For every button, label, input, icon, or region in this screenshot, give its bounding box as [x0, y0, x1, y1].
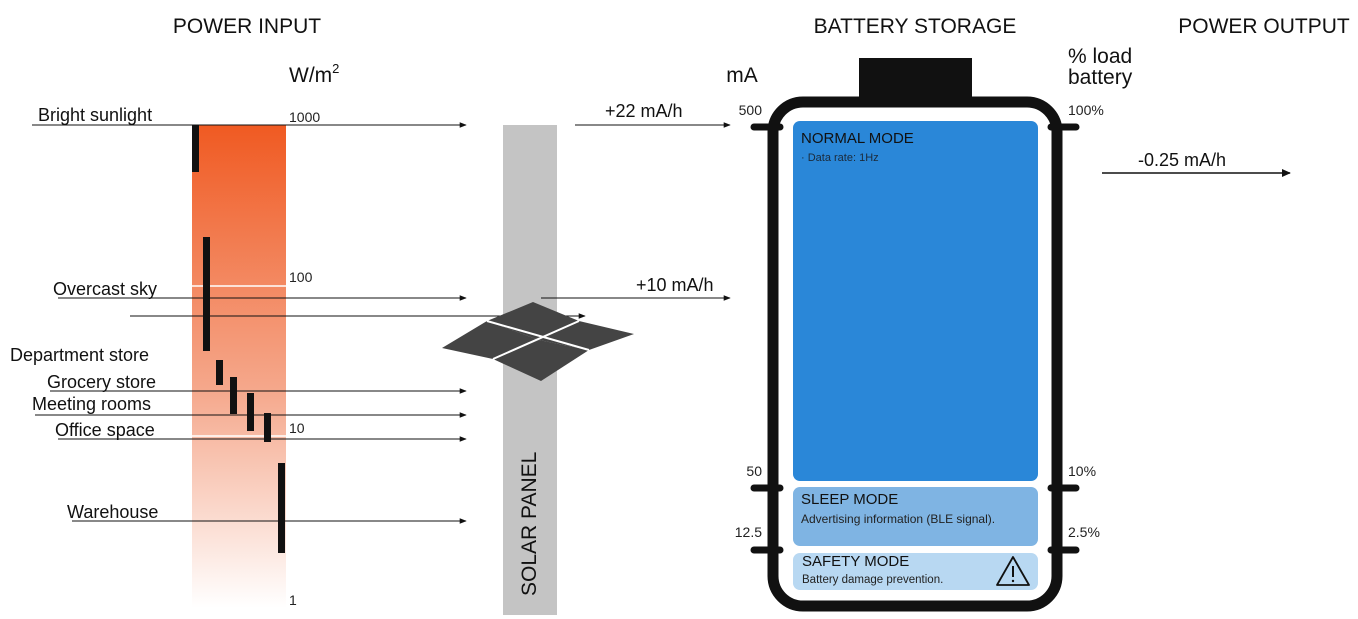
- battery-casing: [767, 96, 1063, 612]
- solar-cell-divider: [492, 320, 580, 360]
- battery-terminal: [859, 58, 972, 98]
- battery-tick-label-50: 50: [746, 463, 762, 479]
- power-output-heading: POWER OUTPUT: [1178, 15, 1350, 38]
- irradiance-unit: W/m2: [289, 61, 339, 87]
- safety-mode-zone: [793, 553, 1038, 590]
- battery-tick-label-500: 500: [739, 102, 763, 118]
- battery-tick-label-10pct: 10%: [1068, 463, 1096, 479]
- battery-tick-label-100pct: 100%: [1068, 102, 1104, 118]
- battery-storage-heading: BATTERY STORAGE: [814, 15, 1017, 38]
- normal-mode-detail: · Data rate: 1Hz: [801, 152, 879, 164]
- source-label-overcast-sky: Overcast sky: [53, 279, 157, 299]
- charge-rate-high: +22 mA/h: [605, 101, 683, 121]
- solar-panel-icon: [442, 302, 634, 381]
- range-bar-overcast-sky: [203, 237, 210, 351]
- solar-panel-label: SOLAR PANEL: [518, 452, 541, 596]
- source-label-bright-sunlight: Bright sunlight: [38, 105, 152, 125]
- irradiance-gradient-bar: [192, 125, 286, 608]
- range-bar-office-space: [264, 413, 271, 442]
- source-label-department-store: Department store: [10, 345, 149, 365]
- range-bar-warehouse: [278, 463, 285, 553]
- range-bar-bright-sunlight: [192, 125, 199, 172]
- range-bar-department-store: [216, 360, 223, 385]
- charge-rate-low: +10 mA/h: [636, 275, 714, 295]
- battery-right-unit-line2: battery: [1068, 66, 1133, 89]
- irradiance-unit-exponent: 2: [332, 61, 339, 76]
- sleep-mode-detail: Advertising information (BLE signal).: [801, 512, 995, 526]
- source-label-grocery-store: Grocery store: [47, 372, 156, 392]
- warning-triangle-icon: [996, 556, 1030, 586]
- range-bar-grocery-store: [230, 377, 237, 414]
- source-label-warehouse: Warehouse: [67, 502, 158, 522]
- safety-mode-title: SAFETY MODE: [802, 553, 909, 570]
- battery-tick-label-2-5pct: 2.5%: [1068, 524, 1100, 540]
- scale-tick-1000: 1000: [289, 109, 320, 125]
- safety-mode-detail: Battery damage prevention.: [802, 574, 943, 586]
- scale-tick-100: 100: [289, 269, 313, 285]
- battery-left-unit: mA: [726, 64, 758, 87]
- scale-tick-1: 1: [289, 592, 297, 608]
- normal-mode-title: NORMAL MODE: [801, 130, 914, 147]
- solar-cell: [493, 340, 589, 381]
- output-rate: -0.25 mA/h: [1138, 150, 1226, 170]
- normal-mode-zone: [793, 121, 1038, 481]
- source-label-office-space: Office space: [55, 420, 155, 440]
- scale-tick-10: 10: [289, 420, 305, 436]
- battery-tick-label-12-5: 12.5: [735, 524, 762, 540]
- source-label-meeting-rooms: Meeting rooms: [32, 394, 151, 414]
- range-bar-meeting-rooms: [247, 393, 254, 431]
- sleep-mode-zone: [793, 487, 1038, 546]
- sleep-mode-title: SLEEP MODE: [801, 491, 898, 508]
- power-input-heading: POWER INPUT: [173, 15, 321, 38]
- irradiance-unit-base: W/m: [289, 64, 332, 87]
- battery-right-unit-line1: % load: [1068, 45, 1132, 68]
- solar-cell-divider: [486, 320, 590, 351]
